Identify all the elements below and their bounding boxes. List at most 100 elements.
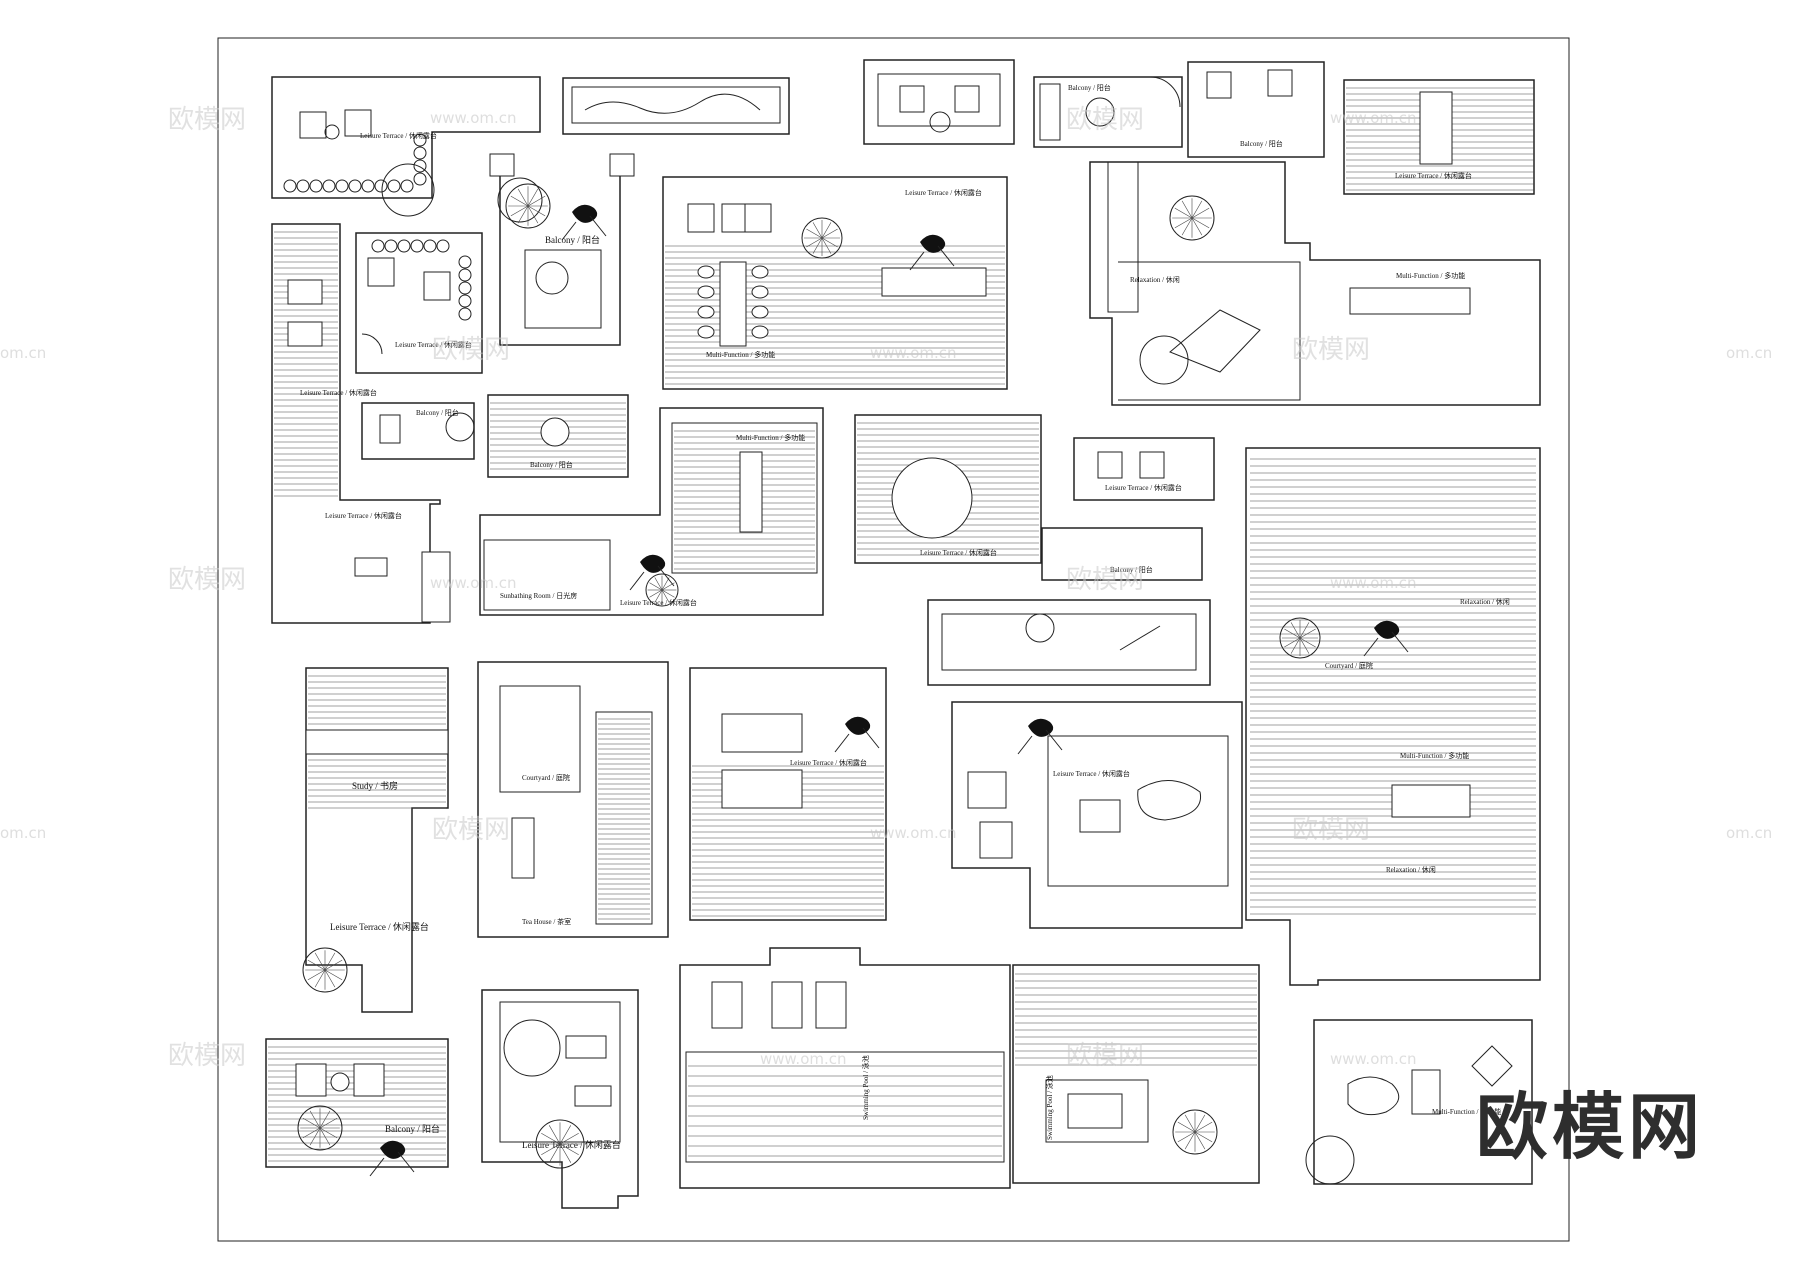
watermark-url: om.cn xyxy=(0,344,46,362)
plan-balcony-square: Balcony / 阳台 xyxy=(1187,61,1325,158)
plan-multifunction-corner: Multi-Function / 多功能 xyxy=(1305,1019,1533,1185)
room-label: Relaxation / 休闲 xyxy=(1386,865,1436,874)
plan-leisure-terrace-1: Leisure Terrace / 休闲露台 xyxy=(271,76,541,217)
room-label: Leisure Terrace / 休闲露台 xyxy=(1105,483,1182,492)
watermark-text: 欧模网 xyxy=(1066,105,1144,135)
room-label: Balcony / 阳台 xyxy=(1110,565,1153,574)
tree-icon xyxy=(801,217,843,259)
tree-symbols xyxy=(297,183,1321,1169)
room-label: Balcony / 阳台 xyxy=(416,408,459,417)
plan-balcony-small-a: Balcony / 阳台 xyxy=(361,402,475,460)
plan-swimming-pool: Swimming Pool / 泳池 xyxy=(679,947,1011,1189)
watermark-text: 欧模网 xyxy=(432,335,510,365)
plan-study: Study / 书房 Leisure Terrace / 休闲露台 xyxy=(305,667,449,1013)
room-label: Multi-Function / 多功能 xyxy=(1400,751,1469,760)
watermark-url: www.om.cn xyxy=(430,574,517,592)
watermark-url: om.cn xyxy=(1726,344,1772,362)
room-label: Leisure Terrace / 休闲露台 xyxy=(395,340,472,349)
room-label: Leisure Terrace / 休闲露台 xyxy=(790,758,867,767)
room-label: Courtyard / 庭院 xyxy=(1325,661,1373,670)
plan-balcony-mid xyxy=(927,599,1211,686)
room-label: Leisure Terrace / 休闲露台 xyxy=(620,598,697,607)
watermark-url: www.om.cn xyxy=(870,824,957,842)
watermark-text: 欧模网 xyxy=(168,1041,246,1071)
room-label: Leisure Terrace / 休闲露台 xyxy=(522,1139,621,1150)
watermark-url: www.om.cn xyxy=(1330,1050,1417,1068)
tree-icon xyxy=(302,947,348,993)
watermark-text: 欧模网 xyxy=(168,565,246,595)
person-figure-icon xyxy=(629,554,675,591)
watermark-url: om.cn xyxy=(0,824,46,842)
tree-icon xyxy=(297,1105,343,1151)
room-label: Balcony / 阳台 xyxy=(385,1123,440,1134)
person-figure-icon xyxy=(834,716,880,753)
room-label: Study / 书房 xyxy=(352,780,398,791)
plan-leisure-dining: Leisure Terrace / 休闲露台 xyxy=(951,701,1243,929)
room-label: Relaxation / 休闲 xyxy=(1130,275,1180,284)
room-label: Leisure Terrace / 休闲露台 xyxy=(905,188,982,197)
tree-icon xyxy=(505,183,551,229)
room-label: Relaxation / 休闲 xyxy=(1460,597,1510,606)
person-figure-icon xyxy=(561,204,607,241)
room-label: Multi-Function / 多功能 xyxy=(1396,271,1465,280)
room-label: Leisure Terrace / 休闲露台 xyxy=(1395,171,1472,180)
sheet-border xyxy=(217,37,1570,1242)
plan-swimming-deck: Swimming Pool / 泳池 xyxy=(1012,964,1260,1184)
plan-lounge-terrace: Leisure Terrace / 休闲露台 xyxy=(355,232,483,374)
watermark-text: 欧模网 xyxy=(1066,565,1144,595)
room-label: Leisure Terrace / 休闲露台 xyxy=(920,548,997,557)
room-label: Balcony / 阳台 xyxy=(1068,83,1111,92)
plan-leisure-small: Leisure Terrace / 休闲露台 xyxy=(1073,437,1215,501)
tree-icon xyxy=(1172,1109,1218,1155)
plan-relaxation-complex: Relaxation / 休闲 Multi-Function / 多功能 xyxy=(1089,161,1541,406)
plan-balcony-top: Balcony / 阳台 xyxy=(1033,76,1183,148)
room-label: Courtyard / 庭院 xyxy=(522,773,570,782)
tree-icon xyxy=(1279,617,1321,659)
room-label: Leisure Terrace / 休闲露台 xyxy=(1053,769,1130,778)
watermark-text: 欧模网 xyxy=(1066,1041,1144,1071)
room-label: Multi-Function / 多功能 xyxy=(706,350,775,359)
room-label: Multi-Function / 多功能 xyxy=(736,433,805,442)
watermark-url: www.om.cn xyxy=(870,344,957,362)
watermark-url: om.cn xyxy=(1726,824,1772,842)
plan-sunbathing-room: Sunbathing Room / 日光房 Multi-Function / 多… xyxy=(479,407,824,616)
tree-icon xyxy=(645,573,679,607)
person-figure-icon xyxy=(909,234,955,271)
watermark-text: 欧模网 xyxy=(168,105,246,135)
plan-balcony-bottom: Balcony / 阳台 xyxy=(265,1038,449,1168)
room-label: Sunbathing Room / 日光房 xyxy=(500,591,577,600)
plan-lounge-top xyxy=(863,59,1015,145)
plan-terrace-deck-top: Leisure Terrace / 休闲露台 xyxy=(1343,79,1535,195)
plan-terrace-two-zone: Leisure Terrace / 休闲露台 xyxy=(689,667,887,921)
room-label: Balcony / 阳台 xyxy=(530,460,573,469)
watermark-url: www.om.cn xyxy=(1330,109,1417,127)
plan-leisure-bottom: Leisure Terrace / 休闲露台 xyxy=(481,989,639,1209)
room-label: Leisure Terrace / 休闲露台 xyxy=(360,131,437,140)
room-label: Swimming Pool / 泳池 xyxy=(861,1055,870,1120)
room-label: Swimming Pool / 泳池 xyxy=(1045,1075,1054,1140)
watermark-text: 欧模网 xyxy=(1292,815,1370,845)
plan-leisure-circle: Leisure Terrace / 休闲露台 Balcony / 阳台 xyxy=(854,414,1203,581)
watermark-url: www.om.cn xyxy=(430,109,517,127)
plan-planter-strip xyxy=(562,77,790,135)
room-label: Multi-Function / 多功能 xyxy=(1432,1107,1501,1116)
person-figures xyxy=(369,204,1409,1177)
plan-tall-deck: Leisure Terrace / 休闲露台 Leisure Terrace /… xyxy=(271,223,451,624)
room-label: Tea House / 茶室 xyxy=(522,917,571,926)
room-label: Balcony / 阳台 xyxy=(1240,139,1283,148)
plan-multifunction-large: Multi-Function / 多功能 Leisure Terrace / 休… xyxy=(662,176,1008,390)
plan-courtyard-tea: Courtyard / 庭院 Tea House / 茶室 xyxy=(477,661,669,938)
person-figure-icon xyxy=(1017,718,1063,755)
room-label: Leisure Terrace / 休闲露台 xyxy=(330,921,429,932)
tree-icon xyxy=(1169,195,1215,241)
room-label: Balcony / 阳台 xyxy=(545,234,600,245)
plan-balcony-small-b: Balcony / 阳台 xyxy=(487,394,629,478)
watermark-text: 欧模网 xyxy=(432,815,510,845)
plan-balcony-tree: Balcony / 阳台 xyxy=(489,153,635,346)
watermark-text: 欧模网 xyxy=(1292,335,1370,365)
tree-icon xyxy=(535,1119,585,1169)
watermark-url: www.om.cn xyxy=(1330,574,1417,592)
watermark-url: www.om.cn xyxy=(760,1050,847,1068)
